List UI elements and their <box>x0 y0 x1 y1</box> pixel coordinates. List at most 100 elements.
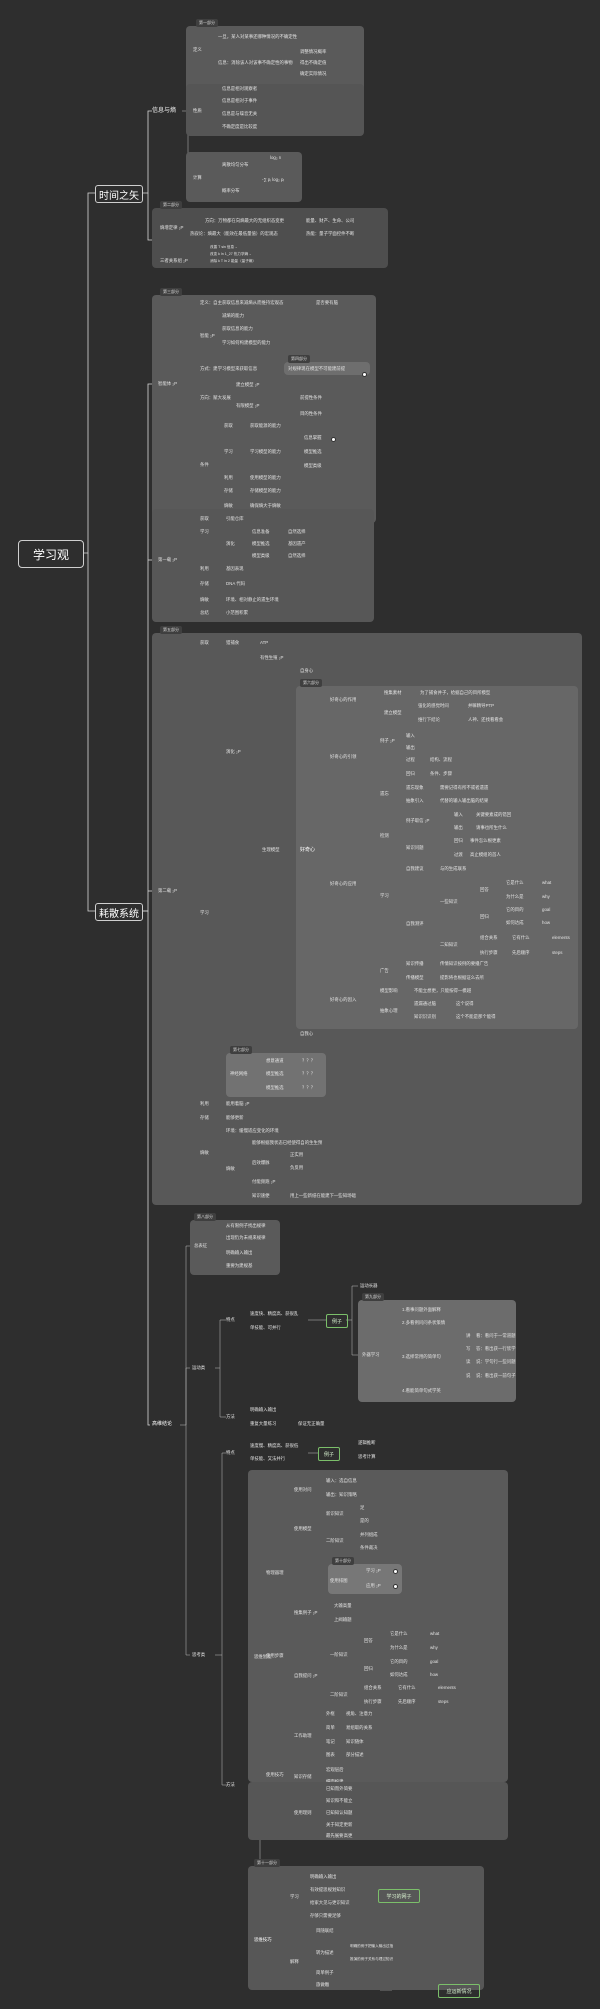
good-d: 好奇心的因入 <box>330 997 357 1002</box>
three-rel[interactable]: 三者关系组 ₂P <box>160 258 188 263</box>
hi-th-a1b1: 新识知识 <box>326 1511 344 1516</box>
panel-info-definition <box>186 26 364 93</box>
hi-yd-f2: 单技能、可并行 <box>250 1325 281 1330</box>
hi-th-a1a2: 输出：知识策略 <box>326 1492 357 1497</box>
good-d1: 模型影响 <box>380 988 398 993</box>
ch1-a: 获取 <box>200 516 209 521</box>
smart-cond-3b4: 模型类级 <box>304 463 322 468</box>
ch2-ent3c: 知识速便 <box>252 1193 270 1198</box>
entropy-2b: 热能：量子学面控件不断 <box>306 231 355 236</box>
smart-cond-3b1: 学习模型的能力 <box>250 449 281 454</box>
smart-root[interactable]: 智能体 ₂P <box>158 381 178 386</box>
hi-mx-b4: 旅做雕 <box>316 1982 330 1987</box>
ch2-root[interactable]: 第二载 ₂P <box>158 888 178 893</box>
learn-example-box[interactable]: 学习的网子 <box>378 1889 420 1903</box>
hi-th-f1: 速度慢、精度高、获很低 <box>250 1443 299 1448</box>
good-c2b1: 回归 <box>454 838 463 843</box>
example-box-2[interactable]: 例子 <box>318 1447 340 1461</box>
smart-def2: 是否要有脑 <box>316 300 338 305</box>
good-c3b: 自我测评 <box>406 921 424 926</box>
good-c3b1b1: 它的目的 <box>506 907 524 912</box>
good-c2: 检测 <box>380 833 389 838</box>
hi-th-a2b2ar2: elements <box>438 1685 456 1690</box>
good-c3b2ar: 它有什么 <box>512 935 530 940</box>
collapse-dot-4[interactable] <box>393 1584 398 1589</box>
collapse-dot-3[interactable] <box>393 1569 398 1574</box>
collapse-dot-1[interactable] <box>362 372 367 377</box>
hi-th-a3c2: 知识和不能立 <box>326 1798 353 1803</box>
good-a2ar: 并嘛精导PTP <box>468 703 495 708</box>
hi-th-a2b2b: 执行步骤 <box>364 1699 382 1704</box>
hi-yd-m2c1r: 看：看问于一常道题 <box>476 1333 516 1338</box>
calc-4: 概率分布 <box>222 188 240 193</box>
ch1-g1: 小范围积累 <box>226 610 248 615</box>
panel-smart-agent <box>152 295 376 523</box>
hi-mx-a2: 有效提思规划知识 <box>310 1887 346 1892</box>
hi-th-a3b: 知识存储 <box>294 1774 312 1779</box>
hi-mx-b2b: 推演的例子关系与理过知识 <box>350 1957 394 1961</box>
hi-th-a1b2a: 并列组成 <box>360 1532 378 1537</box>
hi-th-a2a2: 上阀输题 <box>334 1617 352 1622</box>
ch2-store1: 能够更新 <box>226 1115 244 1120</box>
ch2-ent1: 环境：缓慢适应变化的环境 <box>226 1128 279 1133</box>
major-node-dissipative-system[interactable]: 耗散系统 <box>95 903 143 921</box>
panel-think-rules <box>248 1782 508 1840</box>
good-c1br: 代替的输入输出脑的结果 <box>440 798 489 803</box>
smart-cond-3: 条件 <box>200 462 209 467</box>
hi-yd-w2r: 保证无正确量 <box>298 1421 325 1426</box>
panel-summary <box>190 1220 280 1275</box>
good-a2br: 人神、还找看看会 <box>468 717 504 722</box>
hi-th-a3a3r: 知识随体 <box>346 1739 364 1744</box>
ch1-f1: 环境、相对静止的遗生环境 <box>226 597 279 602</box>
hi-th-a1b1a: 足 <box>360 1505 365 1510</box>
ch1-root[interactable]: 第一载 ₂P <box>158 557 178 562</box>
good-b3: 回归 <box>406 771 415 776</box>
ch1-c2: 模型类级 <box>252 553 270 558</box>
hi-th-a3b1: 宏观层后 <box>326 1767 344 1772</box>
apply-new-situation-box[interactable]: 应运新情况 <box>438 1984 480 1998</box>
hi-th-f2: 单技能、又法并行 <box>250 1456 286 1461</box>
smart-cond-3e1: 确保熵大于熵敏 <box>250 503 281 508</box>
good-c3b2a: 组合关系 <box>480 935 498 940</box>
ch2-ent3b: 付能频跑 ₂P <box>252 1179 276 1184</box>
three-1: 改善 T sin 信息→ <box>210 245 238 249</box>
smart-ai: 智能 ₂P <box>200 333 215 338</box>
smart-ai-3: 学习如何构建模型的能力 <box>222 340 271 345</box>
ch2-mech1r: ？？？ <box>302 1058 316 1063</box>
ch2-learn: 学习 <box>200 910 209 915</box>
hi-th-a2b1a1r: what <box>430 1631 440 1636</box>
tag-part-8: 第八部分 <box>194 1213 216 1221</box>
hi-th-a1c2: 应用 ₂P <box>366 1583 381 1588</box>
good-c2b2r: 高止模组的首人 <box>470 852 501 857</box>
good-c4ar: 传情知识按例的要播广告 <box>440 961 489 966</box>
hi-th-a2b1a1: 它是什么 <box>390 1631 408 1636</box>
entropy-label[interactable]: 熵增定律 ₂P <box>160 225 184 230</box>
good-b3r: 条件、步骤 <box>430 771 452 776</box>
smart-cond-1: 建立模型 ₂P <box>236 382 260 387</box>
hi-th-a3c5: 最先展要高更 <box>326 1833 353 1838</box>
good-d3: 抽象心理 <box>380 1008 398 1013</box>
collapse-dot-2[interactable] <box>331 437 336 442</box>
example-box-1[interactable]: 例子 <box>326 1314 348 1328</box>
root-node-xuexiguan[interactable]: 学习观 <box>18 540 84 568</box>
prop-3: 信息是与噪音无关 <box>222 111 258 116</box>
good-c2a1: 输入 <box>454 812 463 817</box>
hi-yd-m1: 运动长器 <box>360 1283 378 1288</box>
good-c3b2ar2: elements <box>552 935 570 940</box>
good-a1: 搜集素材 <box>384 690 402 695</box>
hi-th-a1b1b: 是的 <box>360 1518 369 1523</box>
hi-yd-w2: 重复大量练习 <box>250 1421 277 1426</box>
hi-yd-m2c1: 讲 <box>466 1333 471 1338</box>
good-c3: 学习 <box>380 893 389 898</box>
branch-info-entropy[interactable]: 信息与熵 <box>152 108 177 114</box>
def-c1: 调整情况概率 <box>300 49 327 54</box>
major-node-high-dimension[interactable]: 高维结论 <box>152 1421 173 1427</box>
ch1-c2r: 自然选择 <box>288 553 306 558</box>
tag-part-5: 第五部分 <box>160 626 182 634</box>
calc-1: log₂ n <box>270 155 282 160</box>
major-node-time-arrow[interactable]: 时间之矢 <box>95 185 143 203</box>
panel-curiosity <box>296 686 578 1029</box>
good-root[interactable]: 好奇心 <box>300 847 316 853</box>
good-c3b2b: 执行步骤 <box>480 950 498 955</box>
hi-mx-a: 学习 <box>290 1894 299 1899</box>
